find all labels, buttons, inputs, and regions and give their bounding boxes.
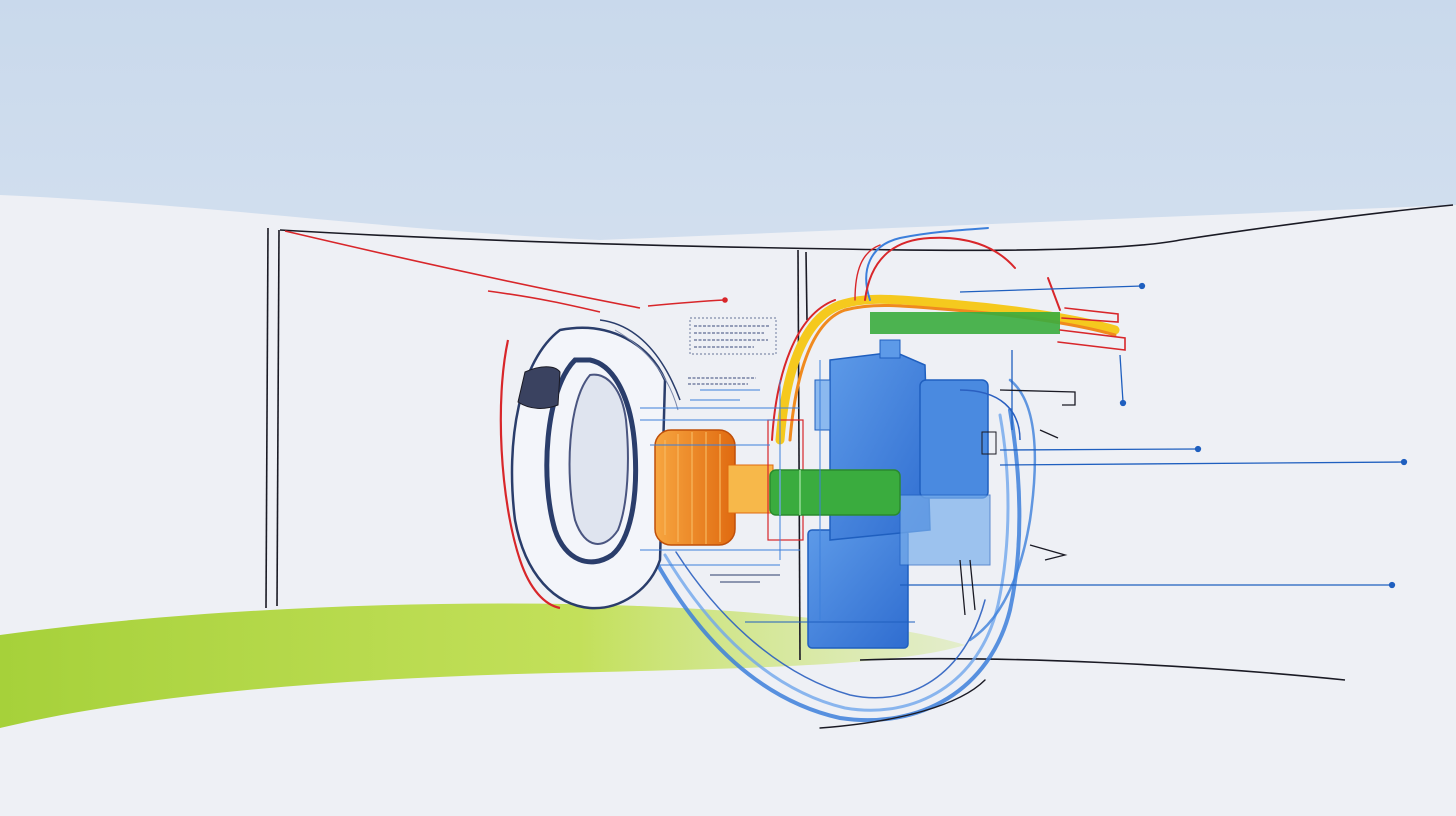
room-outline	[265, 204, 1454, 681]
sketch-note-2	[688, 377, 756, 385]
cable-harness-icon	[771, 227, 1126, 445]
blue-tubing-icon	[653, 378, 1037, 729]
lens-housing-icon	[499, 319, 681, 610]
callout-lines	[900, 282, 1408, 616]
red-leader-lines	[284, 230, 728, 313]
sketch-note-1	[689, 317, 777, 355]
wireframe-lines	[640, 360, 915, 623]
green-shaft-icon	[769, 469, 901, 516]
